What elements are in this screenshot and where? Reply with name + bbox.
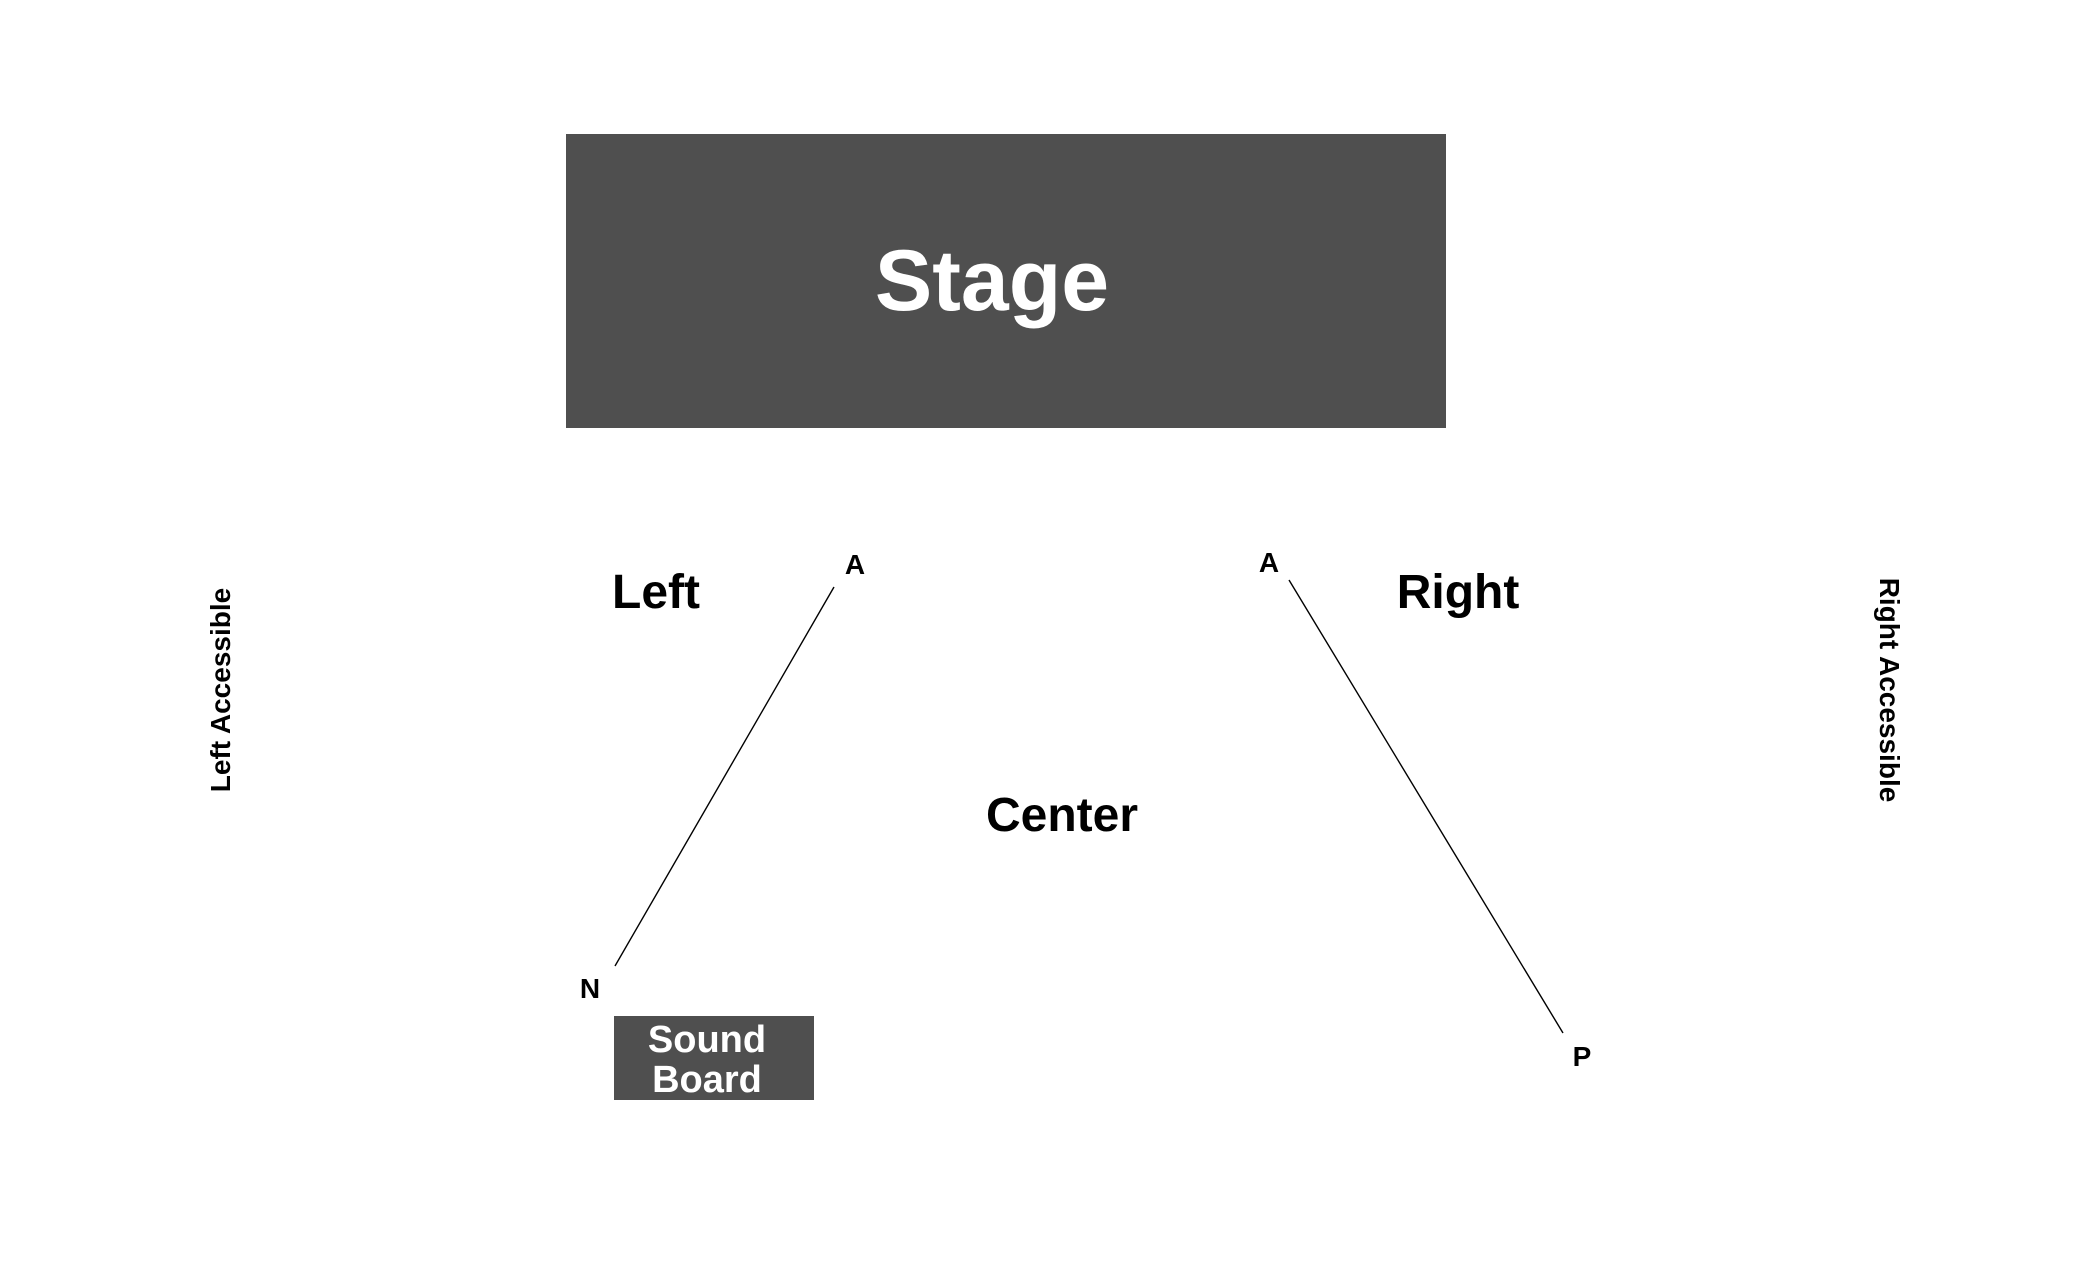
sound-board-label-line2: Board	[652, 1059, 762, 1101]
stage[interactable]: Stage	[566, 134, 1446, 428]
right-section-label: Right	[1397, 566, 1520, 619]
right-row-start-marker: A	[1259, 547, 1279, 578]
left-section-label: Left	[612, 566, 700, 619]
section-left[interactable]: Left	[612, 566, 700, 619]
sound-board[interactable]: Sound Board	[614, 1016, 814, 1101]
sound-board-label-line1: Sound	[648, 1019, 766, 1061]
left-aisle-divider	[614, 586, 835, 967]
section-left-accessible[interactable]: Left Accessible	[205, 588, 236, 792]
right-aisle-divider	[1288, 579, 1564, 1034]
right-row-end-marker: P	[1573, 1041, 1592, 1072]
left-row-start-marker: A	[845, 549, 865, 580]
sound-board-block	[614, 1016, 814, 1100]
section-center[interactable]: Center	[986, 789, 1138, 842]
right-accessible-label: Right Accessible	[1874, 578, 1905, 803]
left-accessible-label: Left Accessible	[205, 588, 236, 792]
stage-block	[566, 134, 1446, 428]
section-right-accessible[interactable]: Right Accessible	[1874, 578, 1905, 803]
stage-label: Stage	[875, 233, 1109, 329]
section-right[interactable]: Right	[1397, 566, 1520, 619]
left-row-end-marker: N	[580, 973, 600, 1004]
center-section-label: Center	[986, 789, 1138, 842]
